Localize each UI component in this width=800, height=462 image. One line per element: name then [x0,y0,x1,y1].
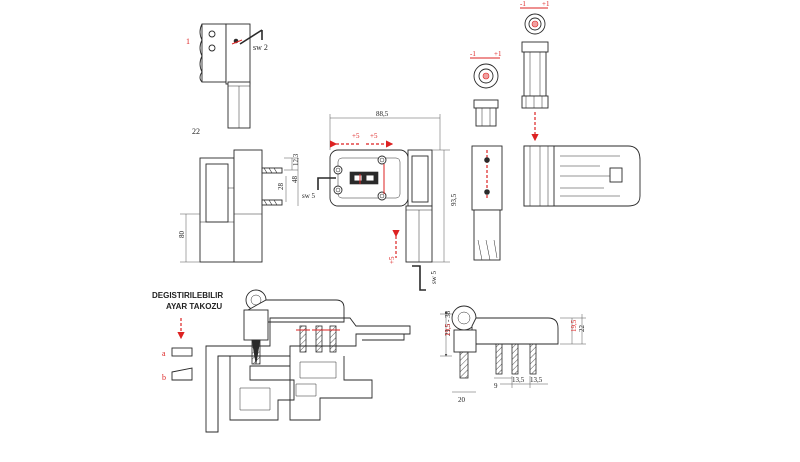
sw2-label: sw 2 [253,43,268,52]
rot-minus1-top: -1 [520,0,526,8]
profile-section-view: DEGISTIRILEBILIR AYAR TAKOZU a b [152,289,411,433]
part-number-label: 1 [186,37,190,46]
sw5-label-b: sw 5 [430,270,438,284]
rot-minus1-mid: -1 [470,50,476,58]
dim-80: 80 [178,231,186,239]
plus5-vertical: +5 [388,256,396,264]
rot-plus1-top: +1 [542,0,550,8]
dim-21-5-38: 21,5 - 38 [444,310,452,336]
shim-title-line1: DEGISTIRILEBILIR [152,291,223,300]
shim-a-label: a [162,349,166,358]
plus5-left: +5 [352,132,360,140]
shim-title-line2: AYAR TAKOZU [166,302,222,311]
dim-22-right: 22 [578,325,586,333]
side-view-hinge: 12,3 28 48 80 [178,149,300,263]
screw-icon [261,167,283,174]
dim-20: 20 [458,396,466,404]
adjustment-plate-view: 88,5 +5 +5 sw 5 93,5 +5 sw 5 [302,110,458,291]
dim-13-5-b: 13,5 [530,376,543,384]
rot-plus1-mid: +1 [494,50,502,58]
exploded-bushing-view: -1 +1 -1 +1 [470,0,550,261]
dim-88-5: 88,5 [376,110,389,118]
hinge-body-right [523,145,641,207]
dim-9: 9 [494,382,498,390]
dim-13-5-a: 13,5 [512,376,525,384]
dim-19-5-left: 19,5 [444,323,452,336]
dim-12-3: 12,3 [292,153,300,166]
dim-19-5-right: 19,5 [570,319,578,332]
screw-icon [261,199,283,206]
shim-b-label: b [162,373,166,382]
dim-48: 48 [291,176,299,184]
plus5-right: +5 [370,132,378,140]
dim-93-5: 93,5 [450,193,458,206]
dim-28: 28 [277,183,285,191]
dimensioned-hinge-view: 21,5 - 38 19,5 19,5 22 20 9 13,5 13,5 [440,305,586,404]
ref-22-label: 22 [192,127,200,136]
sw5-label-a: sw 5 [302,192,316,200]
top-left-hinge-view: 1 sw 2 22 [186,23,268,136]
